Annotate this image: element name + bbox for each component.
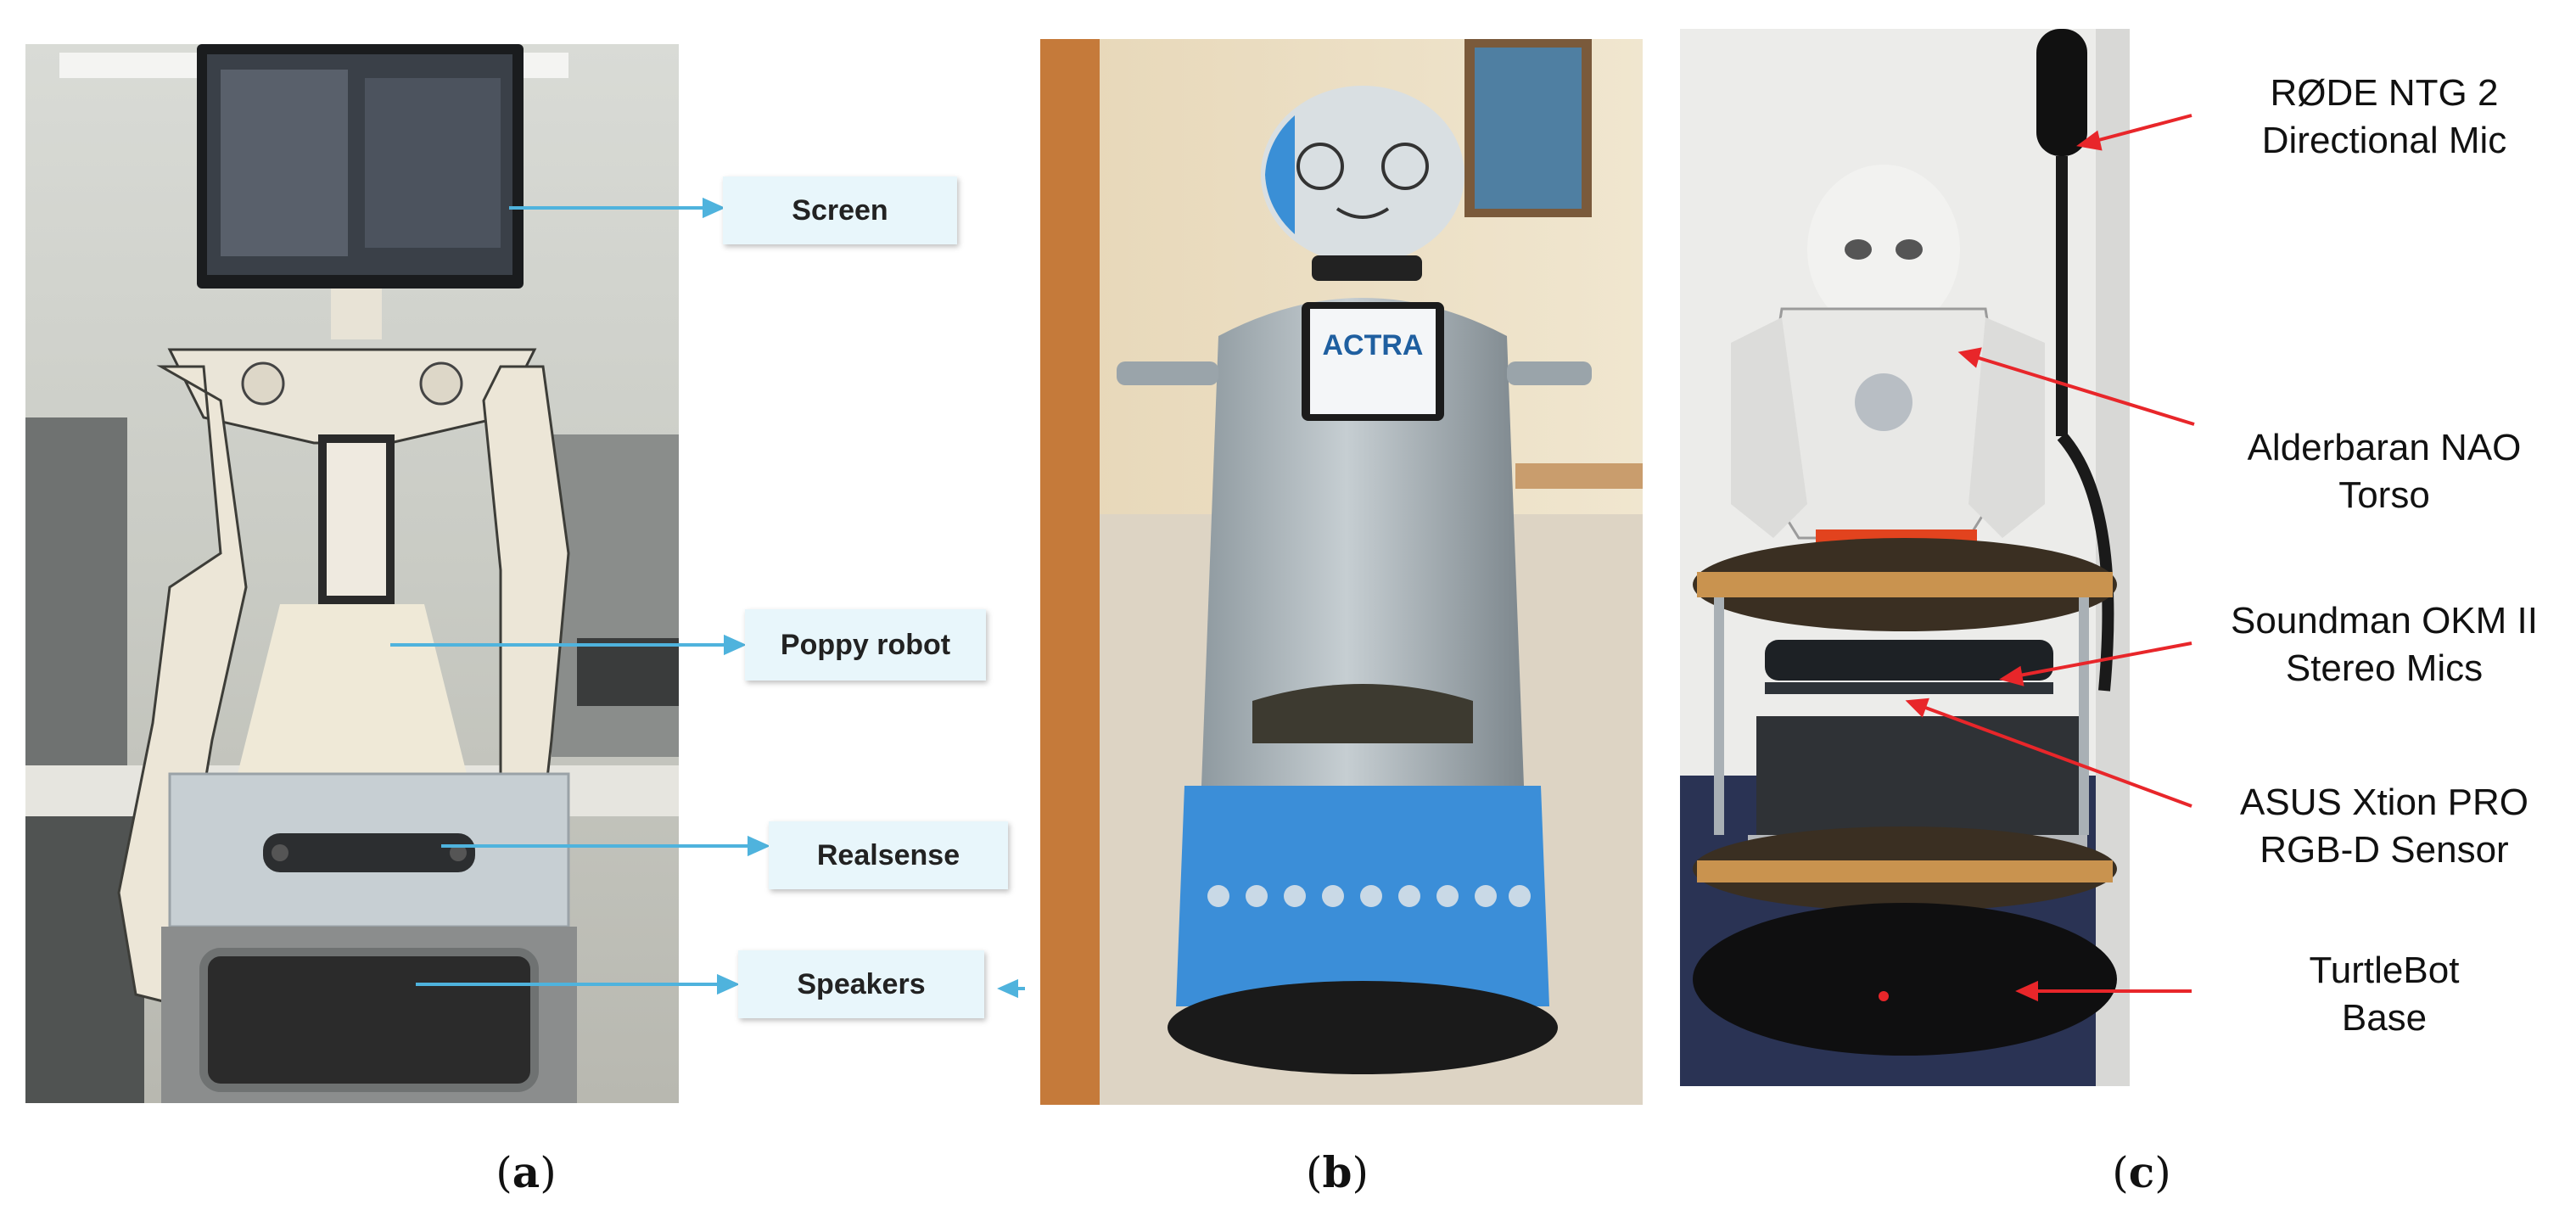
callout-poppy-robot: Poppy robot	[745, 609, 986, 681]
label-rode-mic-line2: Directional Mic	[2261, 120, 2507, 161]
label-turtlebot-base-line1: TurtleBot	[2309, 950, 2460, 991]
label-asus-xtion-line1: ASUS Xtion PRO	[2240, 782, 2528, 823]
nao-turtlebot-photo	[1680, 29, 2130, 1086]
label-soundman-mics-line2: Stereo Mics	[2285, 647, 2484, 689]
label-soundman-mics: Soundman OKM II Stereo Mics	[2147, 597, 2576, 692]
label-asus-xtion: ASUS Xtion PRO RGB-D Sensor	[2147, 779, 2576, 874]
label-rode-mic: RØDE NTG 2 Directional Mic	[2147, 70, 2576, 165]
panel-b-photo: ACTRA	[1040, 39, 1643, 1105]
callout-speakers: Speakers	[738, 950, 984, 1018]
label-turtlebot-base: TurtleBot Base	[2147, 947, 2576, 1042]
label-rode-mic-line1: RØDE NTG 2	[2270, 72, 2499, 114]
caption-c: (c)	[2112, 1147, 2171, 1197]
caption-a: (a)	[496, 1147, 557, 1197]
panel-c-photo	[1680, 29, 2130, 1086]
label-turtlebot-base-line2: Base	[2341, 997, 2428, 1039]
label-asus-xtion-line2: RGB-D Sensor	[2260, 829, 2509, 871]
label-nao-torso-line2: Torso	[2338, 474, 2430, 516]
caption-b: (b)	[1306, 1147, 1369, 1197]
tablet-logo: ACTRA	[1323, 329, 1424, 361]
callout-realsense: Realsense	[769, 821, 1008, 889]
actra-robot-photo: ACTRA	[1040, 39, 1643, 1105]
panel-a-photo	[25, 44, 679, 1103]
label-nao-torso-line1: Alderbaran NAO	[2247, 427, 2522, 468]
label-nao-torso: Alderbaran NAO Torso	[2147, 424, 2576, 519]
callout-screen: Screen	[723, 176, 957, 244]
poppy-robot-photo	[25, 44, 679, 1103]
label-soundman-mics-line1: Soundman OKM II	[2231, 600, 2538, 642]
